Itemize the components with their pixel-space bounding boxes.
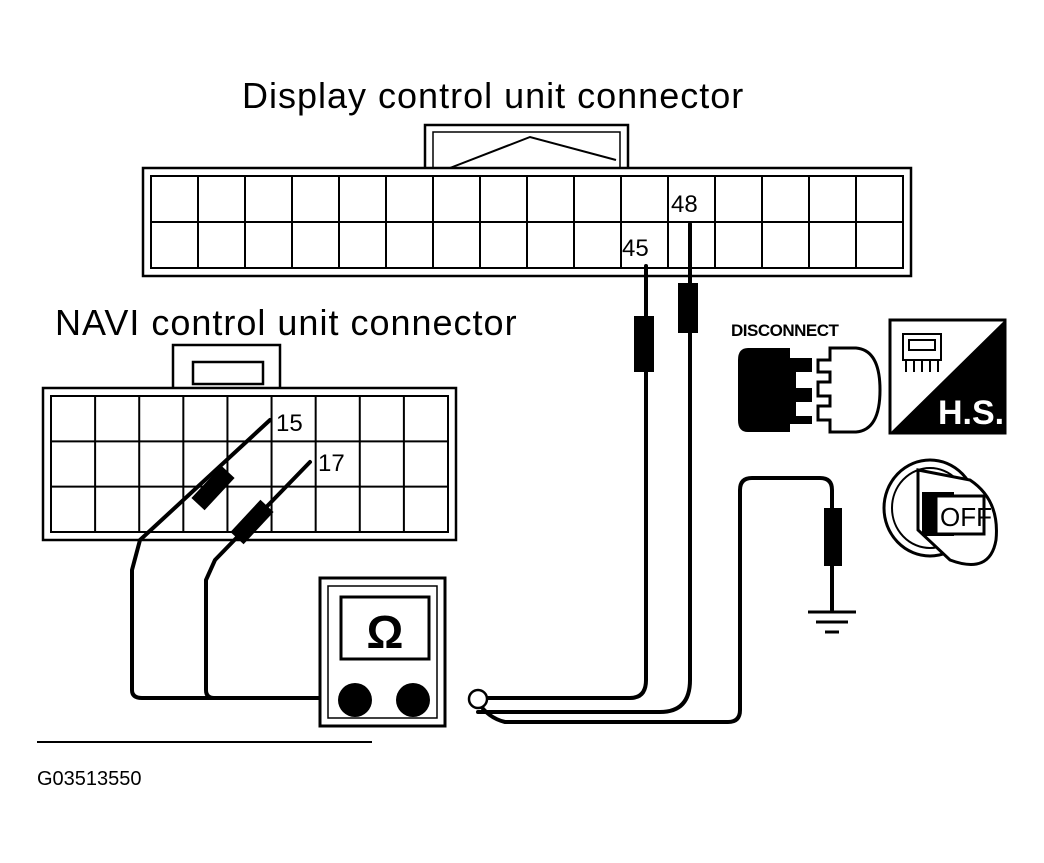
disconnect-icon bbox=[738, 346, 882, 434]
ohmmeter: Ω bbox=[318, 576, 447, 728]
ignition-off-label: OFF bbox=[940, 502, 992, 532]
display-connector-pin-grid bbox=[151, 176, 903, 268]
navi-connector bbox=[41, 343, 458, 542]
pin-label-15: 15 bbox=[276, 410, 303, 437]
disconnect-badge: DISCONNECT bbox=[731, 321, 882, 434]
probe-pin-48 bbox=[678, 283, 698, 333]
harness-badge: H.S. bbox=[888, 318, 1007, 435]
navi-connector-pin-grid bbox=[51, 396, 448, 532]
harness-connector-icon bbox=[902, 333, 942, 372]
probe-pin-15 bbox=[191, 465, 235, 511]
probe-pin-45 bbox=[634, 316, 654, 372]
figure-id: G03513550 bbox=[37, 768, 142, 790]
pin-label-45: 45 bbox=[622, 235, 649, 262]
display-connector bbox=[141, 123, 913, 278]
disconnect-label: DISCONNECT bbox=[731, 321, 840, 340]
display-connector-title: Display control unit connector bbox=[242, 75, 744, 116]
probe-ground bbox=[824, 508, 842, 566]
ground-icon bbox=[808, 610, 856, 634]
harness-label: H.S. bbox=[938, 394, 1004, 432]
pin-label-17: 17 bbox=[318, 450, 345, 477]
pin-label-48: 48 bbox=[671, 191, 698, 218]
meter-jack-right bbox=[396, 683, 430, 717]
test-leads bbox=[130, 222, 834, 724]
lead-junction bbox=[467, 688, 489, 710]
probe-pin-17 bbox=[230, 499, 274, 545]
ignition-off-icon: OFF bbox=[882, 458, 998, 566]
navi-connector-title: NAVI control unit connector bbox=[55, 302, 518, 343]
meter-jack-left bbox=[338, 683, 372, 717]
ohm-symbol: Ω bbox=[367, 606, 404, 658]
